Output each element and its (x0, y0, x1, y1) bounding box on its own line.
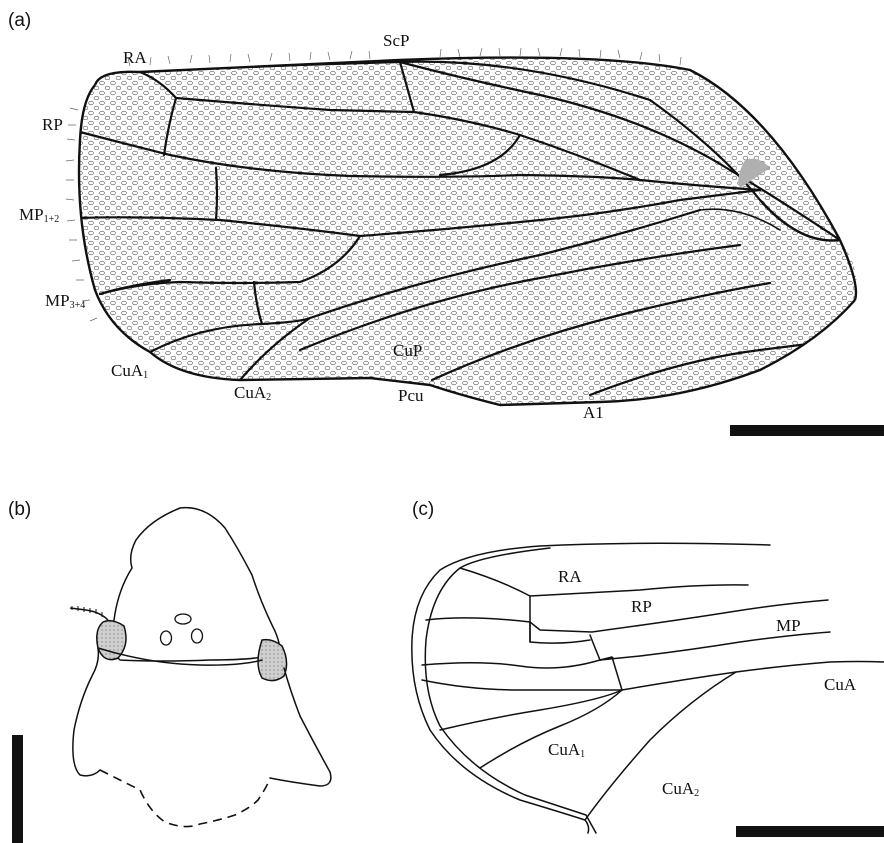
label-a1: A1 (583, 403, 604, 422)
c-vein-rp (426, 600, 828, 632)
ocellus-right (192, 629, 203, 643)
c-vein-cross-3 (590, 635, 613, 660)
panel-a-label: (a) (8, 10, 31, 31)
label-scp: ScP (383, 31, 409, 50)
scale-bar-a (730, 425, 884, 436)
pronotum-outline-right (270, 668, 331, 786)
c-label-mp: MP (776, 616, 801, 635)
label-cup: CuP (393, 341, 422, 360)
label-cua1: CuA1 (111, 361, 148, 381)
panel-c-label: (c) (412, 499, 434, 520)
c-vein-cua2 (585, 672, 736, 820)
c-label-rp: RP (631, 597, 652, 616)
label-ra: RA (123, 48, 147, 67)
scale-bar-b (12, 735, 23, 843)
vein-cross-m1 (216, 168, 217, 220)
label-cua2: CuA2 (234, 383, 271, 403)
label-rp: RP (42, 115, 63, 134)
panel-a: (a) (8, 10, 884, 436)
label-mp34: MP3+4 (45, 291, 85, 311)
c-vein-mp (422, 632, 830, 668)
c-label-cua2: CuA2 (662, 779, 699, 799)
label-pcu: Pcu (398, 386, 424, 405)
panel-b: (b) (8, 499, 331, 843)
ocellus-median (175, 614, 191, 624)
c-vein-cross-2 (530, 622, 590, 643)
label-mp12: MP1+2 (19, 205, 59, 225)
antenna-segments (72, 606, 102, 617)
c-label-cua1: CuA1 (548, 740, 585, 760)
panel-c: (c) RA RP MP CuA CuA1 CuA2 (412, 499, 884, 837)
c-label-ra: RA (558, 567, 582, 586)
panel-b-label: (b) (8, 499, 31, 520)
c-vein-cua1-upper (422, 680, 622, 690)
c-label-cua: CuA (824, 675, 857, 694)
c-vein-ra (460, 568, 748, 596)
ocellus-left (161, 631, 172, 645)
scale-bar-c (736, 826, 884, 837)
costal-margin-outer (412, 543, 770, 833)
pronotum-outline (73, 648, 100, 776)
pronotum-posterior-dashed (100, 770, 270, 827)
